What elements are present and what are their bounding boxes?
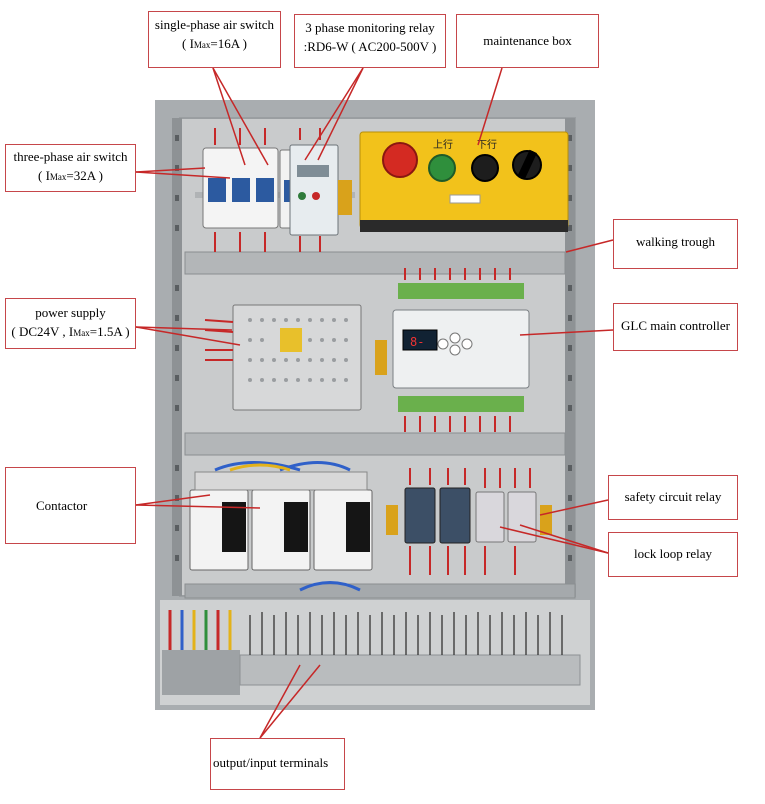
glc-controller-label: GLC main controller [613, 303, 738, 351]
walking-trough-label: walking trough [613, 219, 738, 269]
maintenance-box-title: maintenance box [483, 33, 572, 48]
left-rail [172, 118, 182, 596]
terminal-strip-area [160, 600, 590, 705]
power-supply-unit [232, 304, 362, 411]
walking-trough-top [184, 251, 566, 275]
three-phase-air-switch-title: three-phase air switch [13, 149, 128, 164]
safety-circuit-relay-label: safety circuit relay [608, 475, 738, 520]
monitoring-relay-spec: :RD6-W ( AC200-500V ) [303, 38, 437, 54]
single-phase-air-switch-spec: ( IMax=16A ) [181, 35, 247, 51]
safety-circuit-relay-title: safety circuit relay [624, 489, 722, 504]
power-supply-label: power supply ( DC24V , IMax=1.5A ) [5, 298, 136, 349]
walking-trough-title: walking trough [635, 234, 716, 249]
three-phase-air-switch [202, 147, 279, 229]
maintenance-box [359, 131, 569, 232]
controller-display-readout: 8- [410, 335, 424, 349]
single-phase-air-switch-label: single-phase air switch ( IMax=16A ) [148, 11, 281, 68]
contactor-row [189, 471, 373, 571]
output-input-terminals-label: output/input terminals [210, 738, 345, 790]
three-phase-air-switch-spec: ( IMax=32A ) [37, 167, 103, 183]
walking-trough-bottom [184, 583, 576, 599]
contactor-title: Contactor [36, 498, 88, 513]
maintenance-down-marking: 下行 [477, 138, 497, 151]
glc-controller-title: GLC main controller [620, 318, 731, 333]
output-input-terminals-title: output/input terminals [213, 755, 329, 770]
relay-row [386, 487, 552, 544]
lock-loop-relay-label: lock loop relay [608, 532, 738, 577]
power-supply-spec: ( DC24V , IMax=1.5A ) [11, 323, 130, 339]
maintenance-box-label: maintenance box [456, 14, 599, 68]
lock-loop-relay-title: lock loop relay [634, 546, 712, 561]
monitoring-relay-title: 3 phase monitoring relay [305, 20, 435, 35]
single-phase-air-switch-title: single-phase air switch [154, 17, 275, 32]
monitoring-relay-label: 3 phase monitoring relay :RD6-W ( AC200-… [294, 14, 446, 68]
right-rail [565, 118, 575, 596]
maintenance-up-marking: 上行 [433, 138, 453, 151]
walking-trough-middle [184, 432, 566, 456]
power-supply-title: power supply [35, 305, 106, 320]
controller-terminal-rows [398, 283, 524, 412]
monitoring-relay [289, 144, 339, 236]
contactor-label: Contactor [5, 467, 136, 544]
glc-controller-unit [392, 309, 530, 389]
three-phase-air-switch-label: three-phase air switch ( IMax=32A ) [5, 144, 136, 192]
